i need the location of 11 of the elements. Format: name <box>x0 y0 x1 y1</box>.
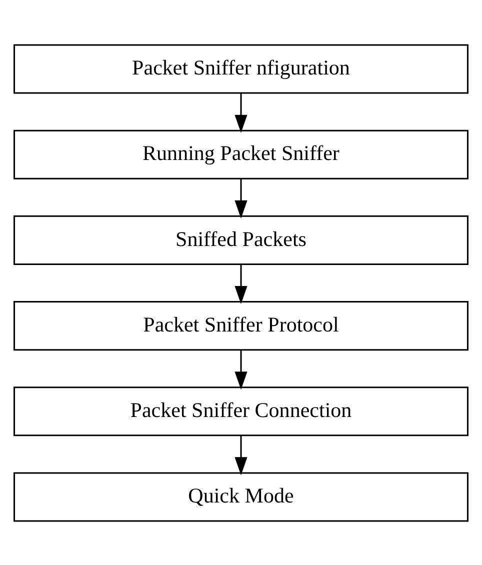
arrow <box>234 92 248 132</box>
node-box: Packet Sniffer nfiguration <box>14 44 468 94</box>
node-box: Sniffed Packets <box>14 214 468 264</box>
arrow <box>234 349 248 390</box>
node-box: Packet Sniffer Protocol <box>14 300 468 350</box>
node-box: Packet Sniffer Connection <box>14 386 468 436</box>
arrow <box>234 264 248 304</box>
arrow <box>234 178 248 218</box>
node-box: Quick Mode <box>14 472 468 522</box>
node-box: Running Packet Sniffer <box>14 129 468 179</box>
arrow <box>234 434 248 475</box>
